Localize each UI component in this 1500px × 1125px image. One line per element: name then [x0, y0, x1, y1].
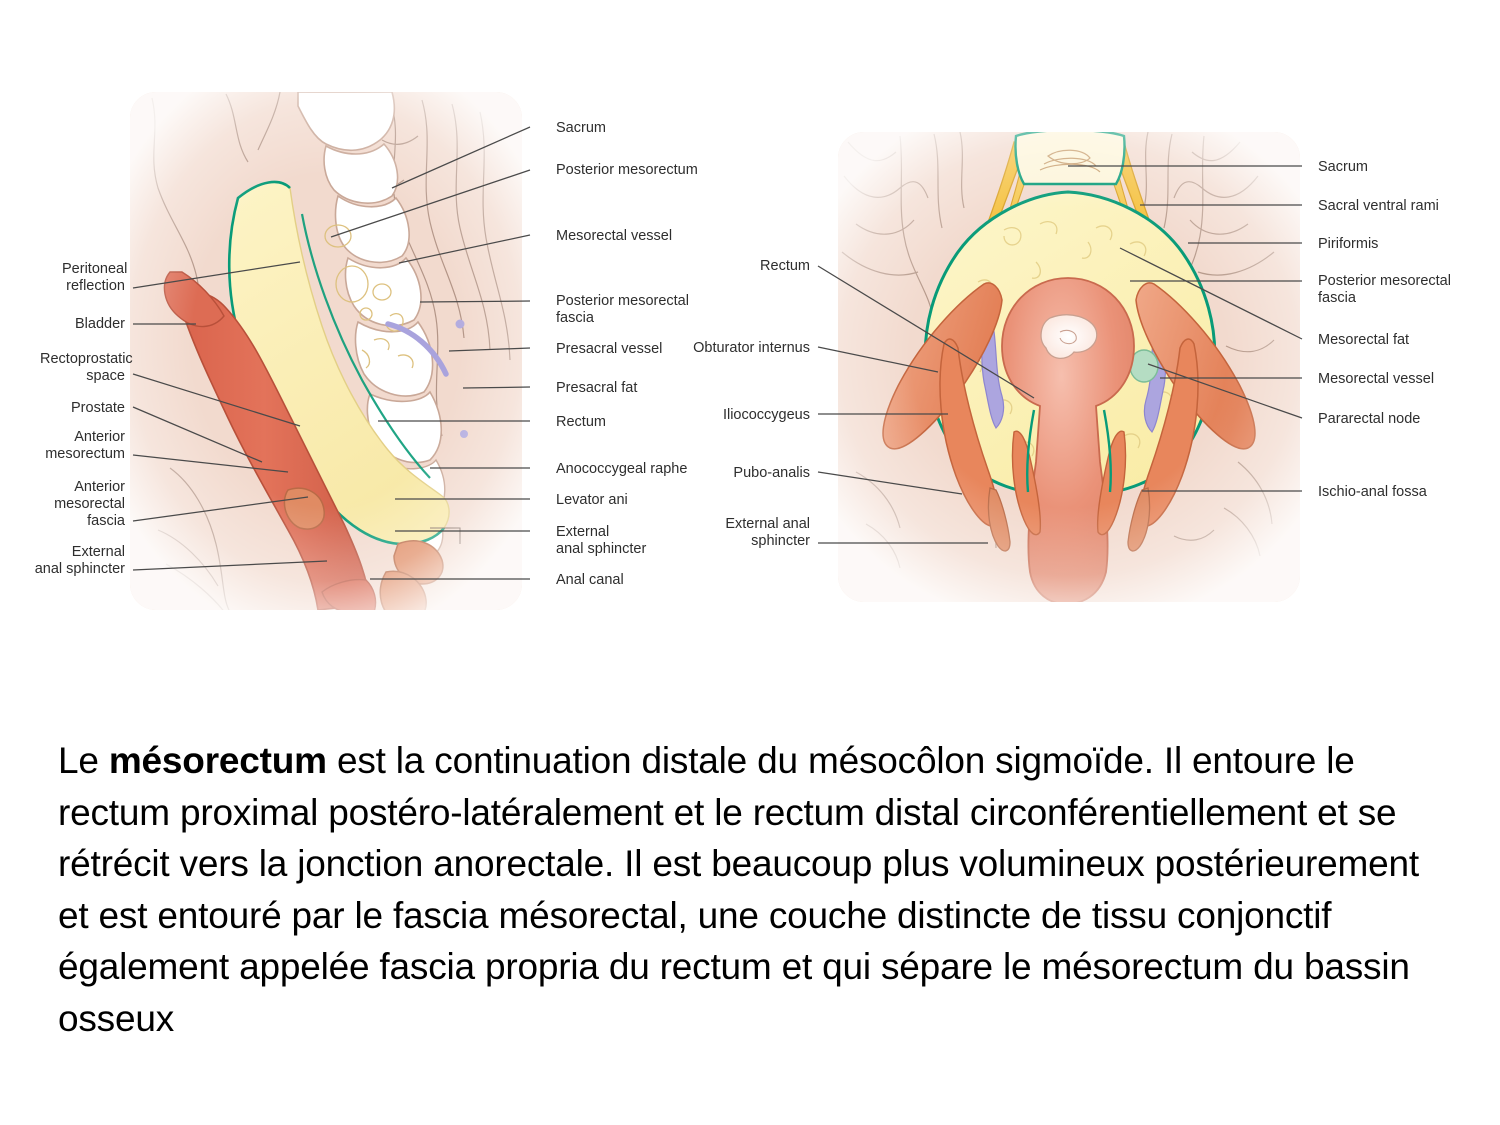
anatomy-label: Anal canal — [556, 572, 624, 588]
anatomy-label: Mesorectal fat — [1318, 332, 1410, 348]
anatomy-label: Rectoprostatic space — [40, 351, 133, 384]
anatomy-label: Presacral fat — [556, 380, 638, 396]
anatomy-label: Posterior mesorectal fascia — [556, 293, 689, 326]
anatomy-label: Anterior mesorectal fascia — [54, 479, 125, 529]
anatomy-label: Pararectal node — [1318, 411, 1421, 427]
anatomy-label: External anal sphincter — [725, 516, 810, 549]
anatomy-label: Sacral ventral rami — [1318, 198, 1439, 214]
anatomy-label: External anal sphincter — [556, 524, 647, 557]
anatomy-label: Levator ani — [556, 492, 628, 508]
anatomy-label: Obturator internus — [693, 340, 810, 356]
caption-prefix: Le — [58, 740, 109, 781]
anatomy-label: Rectum — [556, 414, 606, 430]
panel-edge-fade — [838, 132, 1300, 602]
anatomy-label: Peritoneal reflection — [62, 261, 128, 294]
anatomy-label: Presacral vessel — [556, 341, 663, 357]
caption-bold-term: mésorectum — [108, 740, 327, 781]
anatomy-label: Bladder — [75, 316, 125, 332]
anatomy-label: Rectum — [760, 258, 810, 274]
panel-edge-fade — [130, 92, 522, 610]
anatomy-label: Anococcygeal raphe — [556, 461, 688, 477]
coronal-anatomy-panel — [838, 132, 1300, 602]
caption-rest: est la continuation distale du mésocôlon… — [58, 740, 1419, 1039]
anatomy-label: Posterior mesorectum — [556, 162, 698, 178]
sagittal-anatomy-panel — [130, 92, 522, 610]
anatomy-label: Ischio-anal fossa — [1318, 484, 1427, 500]
anatomy-label: Sacrum — [1318, 159, 1368, 175]
anatomy-label: Prostate — [71, 400, 125, 416]
anatomy-label: External anal sphincter — [34, 544, 125, 577]
anatomy-label: Anterior mesorectum — [45, 429, 125, 462]
anatomy-label: Mesorectal vessel — [556, 228, 673, 244]
anatomy-label: Posterior mesorectal fascia — [1318, 273, 1451, 306]
anatomy-label: Sacrum — [556, 120, 606, 136]
anatomy-label: Piriformis — [1318, 236, 1379, 252]
caption-paragraph: Le mésorectum est la continuation distal… — [58, 735, 1458, 1044]
anatomy-label: Iliococcygeus — [722, 407, 810, 423]
anatomy-label: Mesorectal vessel — [1318, 371, 1435, 387]
anatomy-label: Pubo-analis — [733, 465, 810, 481]
